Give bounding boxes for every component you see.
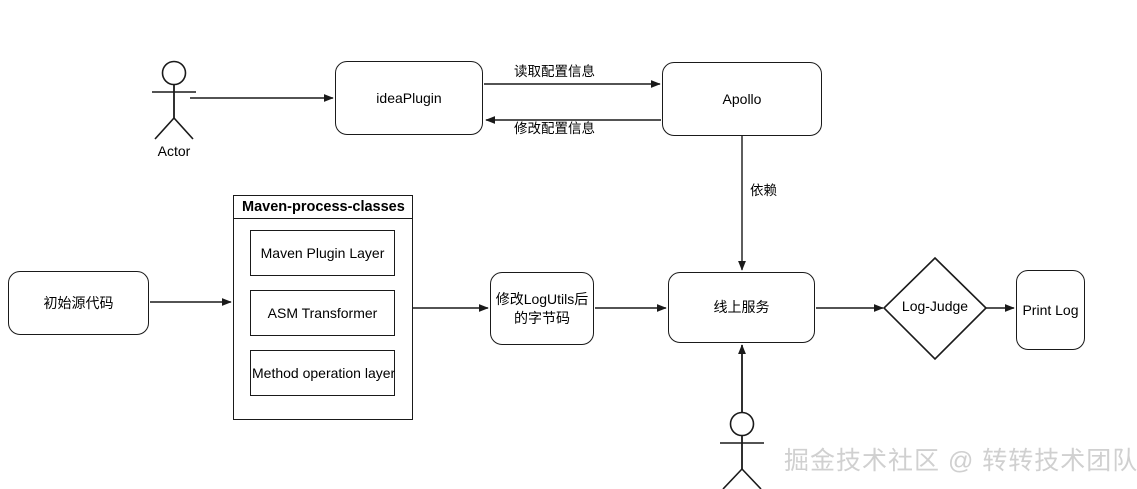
node-source-code-label: 初始源代码 — [43, 294, 114, 311]
node-maven-plugin-layer[interactable]: Maven Plugin Layer — [250, 230, 395, 276]
edge-label-modify-config: 修改配置信息 — [514, 121, 595, 136]
node-asm-transformer-label: ASM Transformer — [267, 304, 378, 321]
node-modified-bytecode-label-line1: 修改LogUtils后 — [495, 290, 589, 307]
node-log-judge[interactable]: Log-Judge — [885, 298, 985, 318]
node-modified-bytecode[interactable]: 修改LogUtils后 的字节码 — [490, 272, 594, 345]
node-modified-bytecode-label-line2: 的字节码 — [514, 309, 570, 326]
node-asm-transformer[interactable]: ASM Transformer — [250, 290, 395, 336]
node-method-operation-layer[interactable]: Method operation layer — [250, 350, 395, 396]
node-print-log-label: Print Log — [1022, 301, 1079, 318]
edge-label-read-config: 读取配置信息 — [514, 64, 595, 79]
log-judge-diamond-shape — [882, 256, 988, 361]
node-print-log[interactable]: Print Log — [1016, 270, 1085, 350]
node-online-service-label: 线上服务 — [713, 299, 770, 316]
node-source-code[interactable]: 初始源代码 — [8, 271, 149, 335]
node-apollo-label: Apollo — [722, 90, 762, 107]
actor-stick-figure-top — [152, 60, 196, 140]
node-ideaplugin[interactable]: ideaPlugin — [335, 61, 483, 135]
node-method-operation-layer-label: Method operation layer — [252, 364, 396, 381]
node-maven-plugin-layer-label: Maven Plugin Layer — [260, 244, 385, 261]
group-maven-process-classes-header: Maven-process-classes — [233, 195, 413, 219]
watermark-text: 掘金技术社区 @ 转转技术团队 — [784, 447, 1137, 475]
node-apollo[interactable]: Apollo — [662, 62, 822, 136]
node-online-service[interactable]: 线上服务 — [668, 272, 815, 343]
actor-label-top: Actor — [157, 143, 191, 159]
edge-label-dependency: 依赖 — [750, 183, 777, 198]
actor-stick-figure-bottom — [720, 411, 764, 489]
node-log-judge-label: Log-Judge — [901, 298, 969, 314]
node-ideaplugin-label: ideaPlugin — [376, 89, 442, 106]
